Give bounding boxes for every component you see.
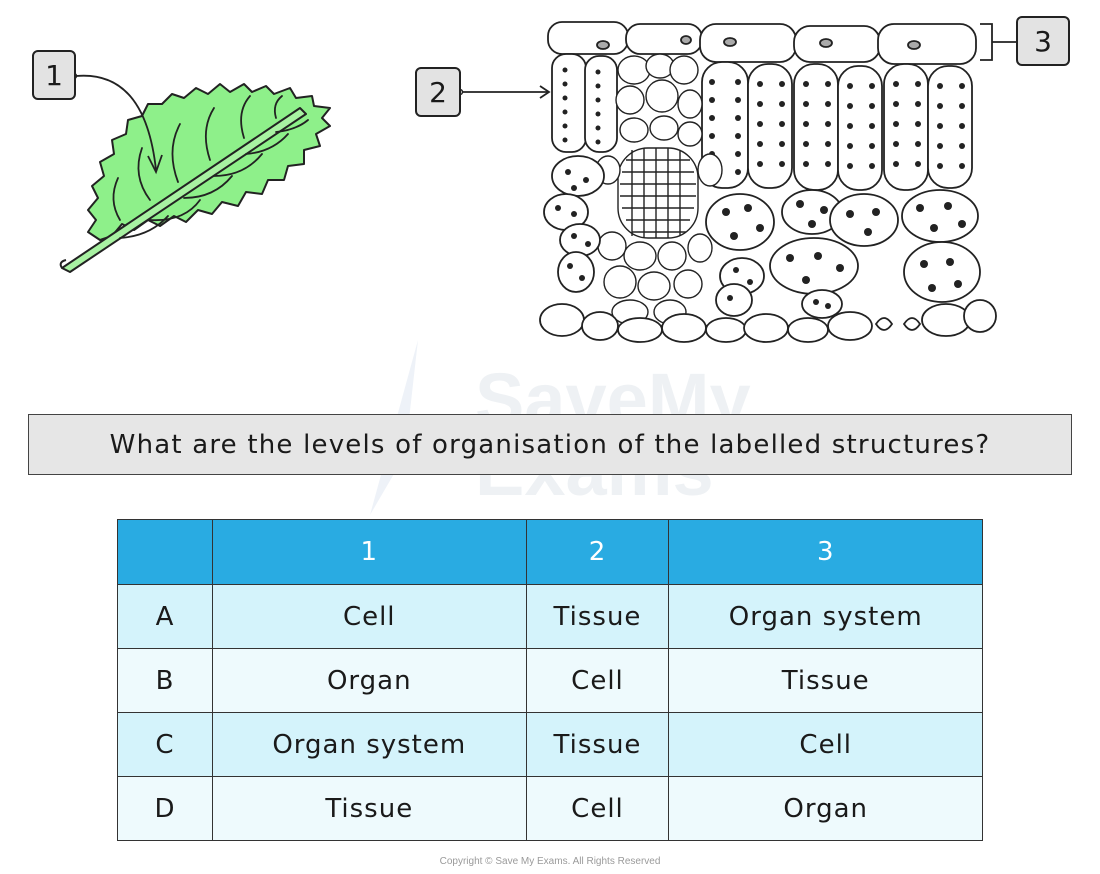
table-row[interactable]: D Tissue Cell Organ	[117, 776, 983, 841]
leaf-drawing	[59, 72, 331, 273]
label-tag-2: 2	[415, 67, 461, 117]
table-cell: Tissue	[668, 648, 983, 713]
table-cell: Organ system	[212, 712, 527, 777]
header-cell	[117, 519, 213, 585]
option-letter: C	[117, 712, 213, 777]
table-cell: Organ	[668, 776, 983, 841]
table-cell: Cell	[525, 648, 670, 713]
table-row[interactable]: A Cell Tissue Organ system	[117, 584, 983, 649]
header-cell: 2	[525, 519, 670, 585]
table-row[interactable]: B Organ Cell Tissue	[117, 648, 983, 713]
option-letter: D	[117, 776, 213, 841]
table-cell: Tissue	[525, 712, 670, 777]
table-cell: Organ system	[668, 584, 983, 649]
table-cell: Tissue	[212, 776, 527, 841]
label-tag-3: 3	[1016, 16, 1070, 66]
header-cell: 3	[668, 519, 983, 585]
label-tag-1: 1	[32, 50, 76, 100]
table-cell: Organ	[212, 648, 527, 713]
leaf-diagram	[59, 21, 1016, 343]
question-text: What are the levels of organisation of t…	[28, 414, 1072, 475]
table-cell: Cell	[668, 712, 983, 777]
option-letter: B	[117, 648, 213, 713]
answer-table: 1 2 3 A Cell Tissue Organ system B Organ…	[117, 519, 983, 841]
header-cell: 1	[212, 519, 527, 585]
table-cell: Tissue	[525, 584, 670, 649]
option-letter: A	[117, 584, 213, 649]
copyright-text: Copyright © Save My Exams. All Rights Re…	[439, 856, 661, 867]
table-header-row: 1 2 3	[117, 519, 983, 585]
table-row[interactable]: C Organ system Tissue Cell	[117, 712, 983, 777]
leaf-cross-section	[456, 21, 1016, 343]
table-cell: Cell	[212, 584, 527, 649]
table-cell: Cell	[525, 776, 670, 841]
